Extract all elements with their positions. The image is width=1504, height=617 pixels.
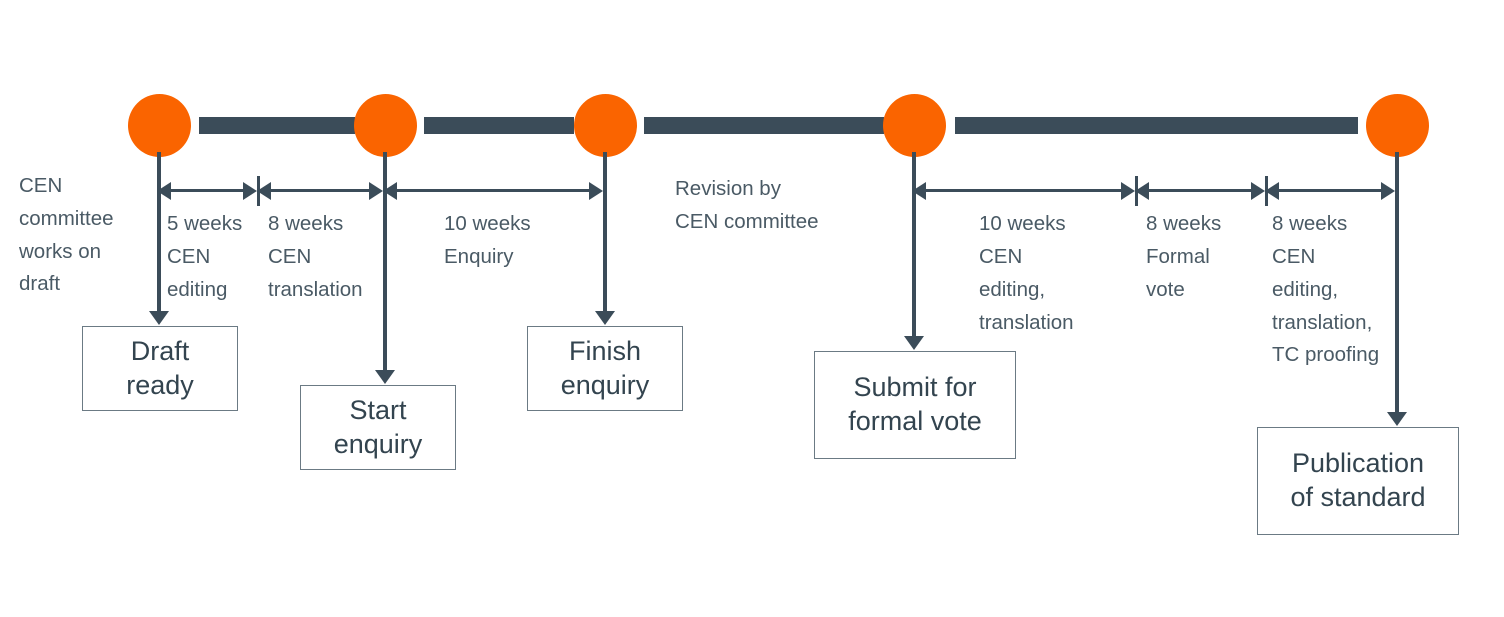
phase-label-5-activity: Formal vote — [1146, 245, 1210, 301]
drop-line-1 — [157, 152, 161, 314]
drop-line-4 — [912, 152, 916, 339]
milestone-dot-4[interactable] — [883, 94, 946, 157]
drop-arrowhead-1 — [149, 311, 169, 325]
drop-line-5 — [1395, 152, 1399, 415]
measure-arrowhead-left-phase-4 — [912, 182, 926, 200]
drop-line-2 — [383, 152, 387, 373]
measure-arrowhead-right-phase-3 — [589, 182, 603, 200]
measure-arrowhead-right-phase-5 — [1251, 182, 1265, 200]
measure-arrowhead-left-phase-6 — [1265, 182, 1279, 200]
measure-arrowhead-left-phase-5 — [1135, 182, 1149, 200]
measure-arrowhead-right-phase-2 — [369, 182, 383, 200]
drop-line-3 — [603, 152, 607, 314]
phase-label-1-activity: CEN editing — [167, 245, 228, 301]
drop-arrowhead-5 — [1387, 412, 1407, 426]
outcome-box-finish-enquiry[interactable]: Finish enquiry — [527, 326, 683, 411]
milestone-dot-3[interactable] — [574, 94, 637, 157]
measure-arrowhead-right-phase-6 — [1381, 182, 1395, 200]
phase-label-5-duration: 8 weeks — [1146, 212, 1222, 235]
measure-line-phase-2 — [260, 189, 380, 192]
timeline-connector-1 — [199, 117, 355, 134]
phase-label-2-duration: 8 weeks — [268, 212, 344, 235]
outcome-box-draft-ready[interactable]: Draft ready — [82, 326, 238, 411]
measure-arrowhead-right-phase-1 — [243, 182, 257, 200]
phase-label-2-activity: CEN translation — [268, 245, 363, 301]
measure-arrowhead-left-phase-2 — [257, 182, 271, 200]
phase-label-6-duration: 8 weeks — [1272, 212, 1348, 235]
phase-label-3-activity: Enquiry — [444, 245, 514, 268]
note-cen-committee-draft: CEN committee works on draft — [19, 174, 114, 296]
phase-label-4-activity: CEN editing, translation — [979, 245, 1074, 334]
timeline-connector-4 — [955, 117, 1358, 134]
drop-arrowhead-3 — [595, 311, 615, 325]
measure-line-phase-1 — [160, 189, 254, 192]
outcome-box-submit-formal-vote[interactable]: Submit for formal vote — [814, 351, 1016, 459]
phase-label-6-activity: CEN editing, translation, TC proofing — [1272, 245, 1380, 367]
note-revision-by-cen-committee: Revision by CEN committee — [675, 177, 819, 233]
measure-line-phase-4 — [915, 189, 1132, 192]
measure-line-phase-6 — [1268, 189, 1392, 192]
drop-arrowhead-4 — [904, 336, 924, 350]
milestone-dot-5[interactable] — [1366, 94, 1429, 157]
measure-arrowhead-right-phase-4 — [1121, 182, 1135, 200]
milestone-dot-2[interactable] — [354, 94, 417, 157]
timeline-connector-2 — [424, 117, 574, 134]
outcome-box-start-enquiry[interactable]: Start enquiry — [300, 385, 456, 470]
measure-line-phase-5 — [1138, 189, 1262, 192]
phase-label-4-duration: 10 weeks — [979, 212, 1066, 235]
outcome-box-publication-of-standard[interactable]: Publication of standard — [1257, 427, 1459, 535]
phase-label-3-duration: 10 weeks — [444, 212, 531, 235]
measure-arrowhead-left-phase-3 — [383, 182, 397, 200]
milestone-dot-1[interactable] — [128, 94, 191, 157]
timeline-connector-3 — [644, 117, 884, 134]
phase-label-1-duration: 5 weeks — [167, 212, 243, 235]
drop-arrowhead-2 — [375, 370, 395, 384]
measure-line-phase-3 — [386, 189, 600, 192]
measure-arrowhead-left-phase-1 — [157, 182, 171, 200]
